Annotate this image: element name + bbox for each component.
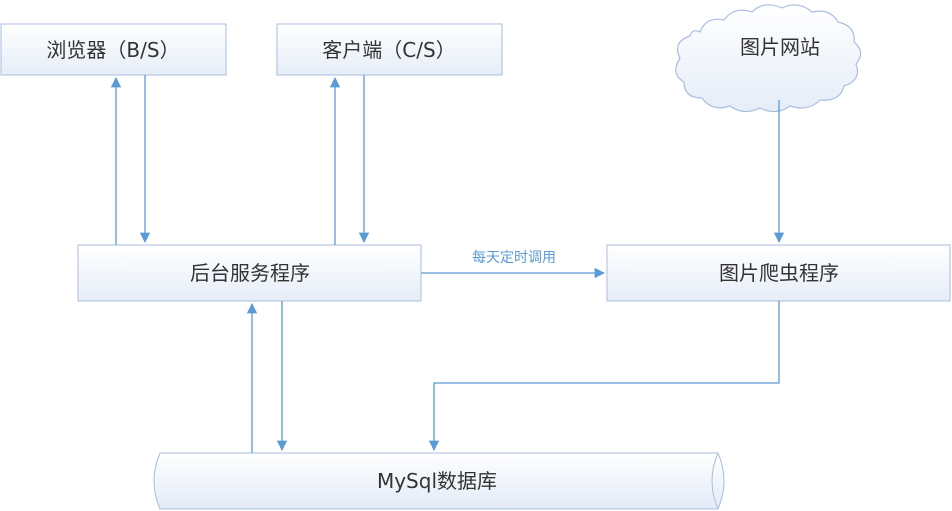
- client-node: 客户端（C/S）: [276, 23, 503, 76]
- crawler-label: 图片爬虫程序: [719, 261, 839, 285]
- browser-label: 浏览器（B/S）: [46, 38, 179, 62]
- website-label: 图片网站: [740, 35, 820, 59]
- backend-node: 后台服务程序: [77, 244, 422, 302]
- daily-call-label: 每天定时调用: [472, 250, 556, 266]
- website-node: 图片网站: [675, 4, 862, 113]
- database-node: MySql数据库: [153, 452, 725, 510]
- client-label: 客户端（C/S）: [322, 38, 455, 62]
- crawler-node: 图片爬虫程序: [606, 244, 951, 302]
- crawler-to-database-arrow: [428, 301, 780, 452]
- browser-node: 浏览器（B/S）: [0, 23, 227, 76]
- database-label: MySql数据库: [377, 469, 497, 493]
- backend-label: 后台服务程序: [190, 261, 310, 285]
